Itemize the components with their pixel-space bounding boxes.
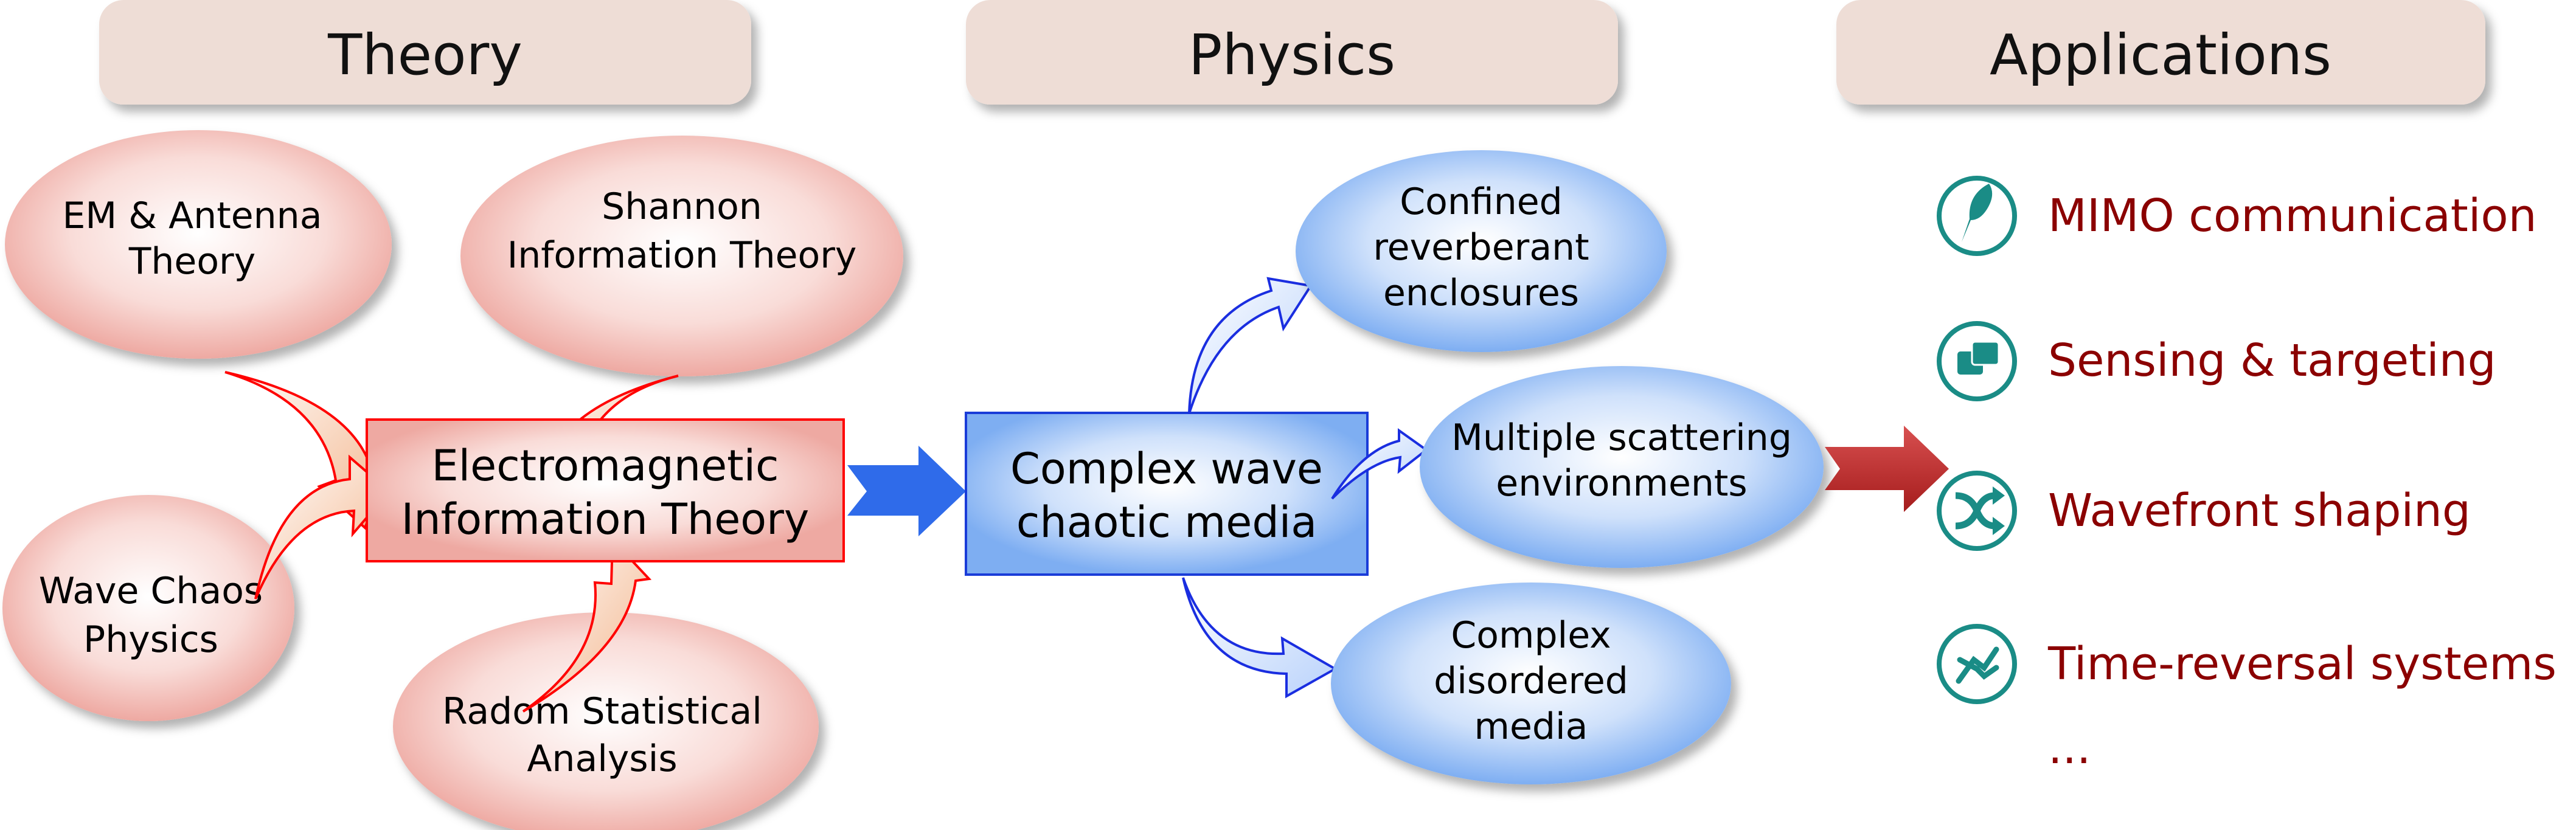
header-theory-label: Theory bbox=[327, 22, 522, 88]
node-label-line: Confined bbox=[1400, 181, 1562, 223]
application-item-mimo: MIMO communication bbox=[1937, 176, 2537, 256]
header-applications: Applications bbox=[1836, 0, 2485, 105]
application-label: Sensing & targeting bbox=[2048, 334, 2496, 387]
node-label-line: Physics bbox=[83, 618, 218, 661]
complex-wave-box: Complex wave chaotic media bbox=[965, 412, 1369, 576]
node-label-line: Complex bbox=[1451, 614, 1611, 657]
application-item-wavefront: Wavefront shaping bbox=[1937, 471, 2471, 551]
node-label-line: Complex wave bbox=[1010, 444, 1323, 494]
node-label-line: Multiple scattering bbox=[1451, 417, 1792, 459]
eit-box: Electromagnetic Information Theory bbox=[366, 418, 845, 562]
header-theory: Theory bbox=[99, 0, 751, 105]
applications-more-ellipsis: ... bbox=[2048, 722, 2091, 774]
arrow-to-disordered bbox=[1182, 577, 1338, 699]
node-label-line: Analysis bbox=[527, 738, 677, 780]
theory-source-shannon: Shannon Information Theory bbox=[460, 136, 903, 376]
trend-lines-icon bbox=[1937, 624, 2017, 704]
node-label-line: reverberant bbox=[1373, 226, 1589, 269]
node-label-line: Information Theory bbox=[401, 494, 810, 544]
node-label-line: disordered bbox=[1434, 660, 1628, 702]
chat-bubbles-icon bbox=[1937, 321, 2017, 401]
node-label-line: Radom Statistical bbox=[442, 690, 762, 733]
arrow-to-multiple-scattering bbox=[1331, 428, 1429, 500]
application-item-sensing: Sensing & targeting bbox=[1937, 321, 2496, 401]
arrow-eit-to-physics bbox=[847, 446, 966, 536]
node-label-line: Information Theory bbox=[507, 234, 857, 277]
node-label-line: EM & Antenna bbox=[63, 195, 322, 237]
arrow-to-confined bbox=[1188, 277, 1313, 414]
node-label-line: Wave Chaos bbox=[39, 570, 263, 612]
physics-arrows bbox=[1182, 277, 1429, 699]
physics-output-confined: Confined reverberant enclosures bbox=[1296, 150, 1667, 352]
header-physics-label: Physics bbox=[1189, 22, 1395, 88]
application-label: Wavefront shaping bbox=[2048, 485, 2471, 537]
node-label-line: media bbox=[1474, 705, 1588, 748]
header-physics: Physics bbox=[966, 0, 1618, 105]
node-label-line: Electromagnetic bbox=[431, 441, 779, 491]
application-label: MIMO communication bbox=[2048, 190, 2537, 242]
header-applications-label: Applications bbox=[1990, 22, 2331, 88]
theory-source-wave-chaos: Wave Chaos Physics bbox=[2, 495, 294, 721]
feather-icon bbox=[1937, 176, 2017, 256]
physics-output-multiple-scattering: Multiple scattering environments bbox=[1420, 366, 1824, 568]
application-label: Time-reversal systems bbox=[2047, 638, 2557, 690]
node-label-line: chaotic media bbox=[1016, 497, 1317, 547]
theory-source-em-antenna: EM & Antenna Theory bbox=[5, 130, 392, 359]
node-label-line: environments bbox=[1496, 462, 1747, 505]
physics-output-disordered: Complex disordered media bbox=[1331, 583, 1731, 784]
shuffle-icon bbox=[1937, 471, 2017, 551]
application-item-time-reversal: Time-reversal systems bbox=[1937, 624, 2557, 704]
node-label-line: Shannon bbox=[602, 185, 762, 228]
node-label-line: Theory bbox=[128, 240, 255, 283]
node-label-line: enclosures bbox=[1383, 272, 1579, 314]
arrow-physics-to-applications bbox=[1825, 426, 1949, 512]
theory-source-random-statistical: Radom Statistical Analysis bbox=[393, 612, 819, 830]
